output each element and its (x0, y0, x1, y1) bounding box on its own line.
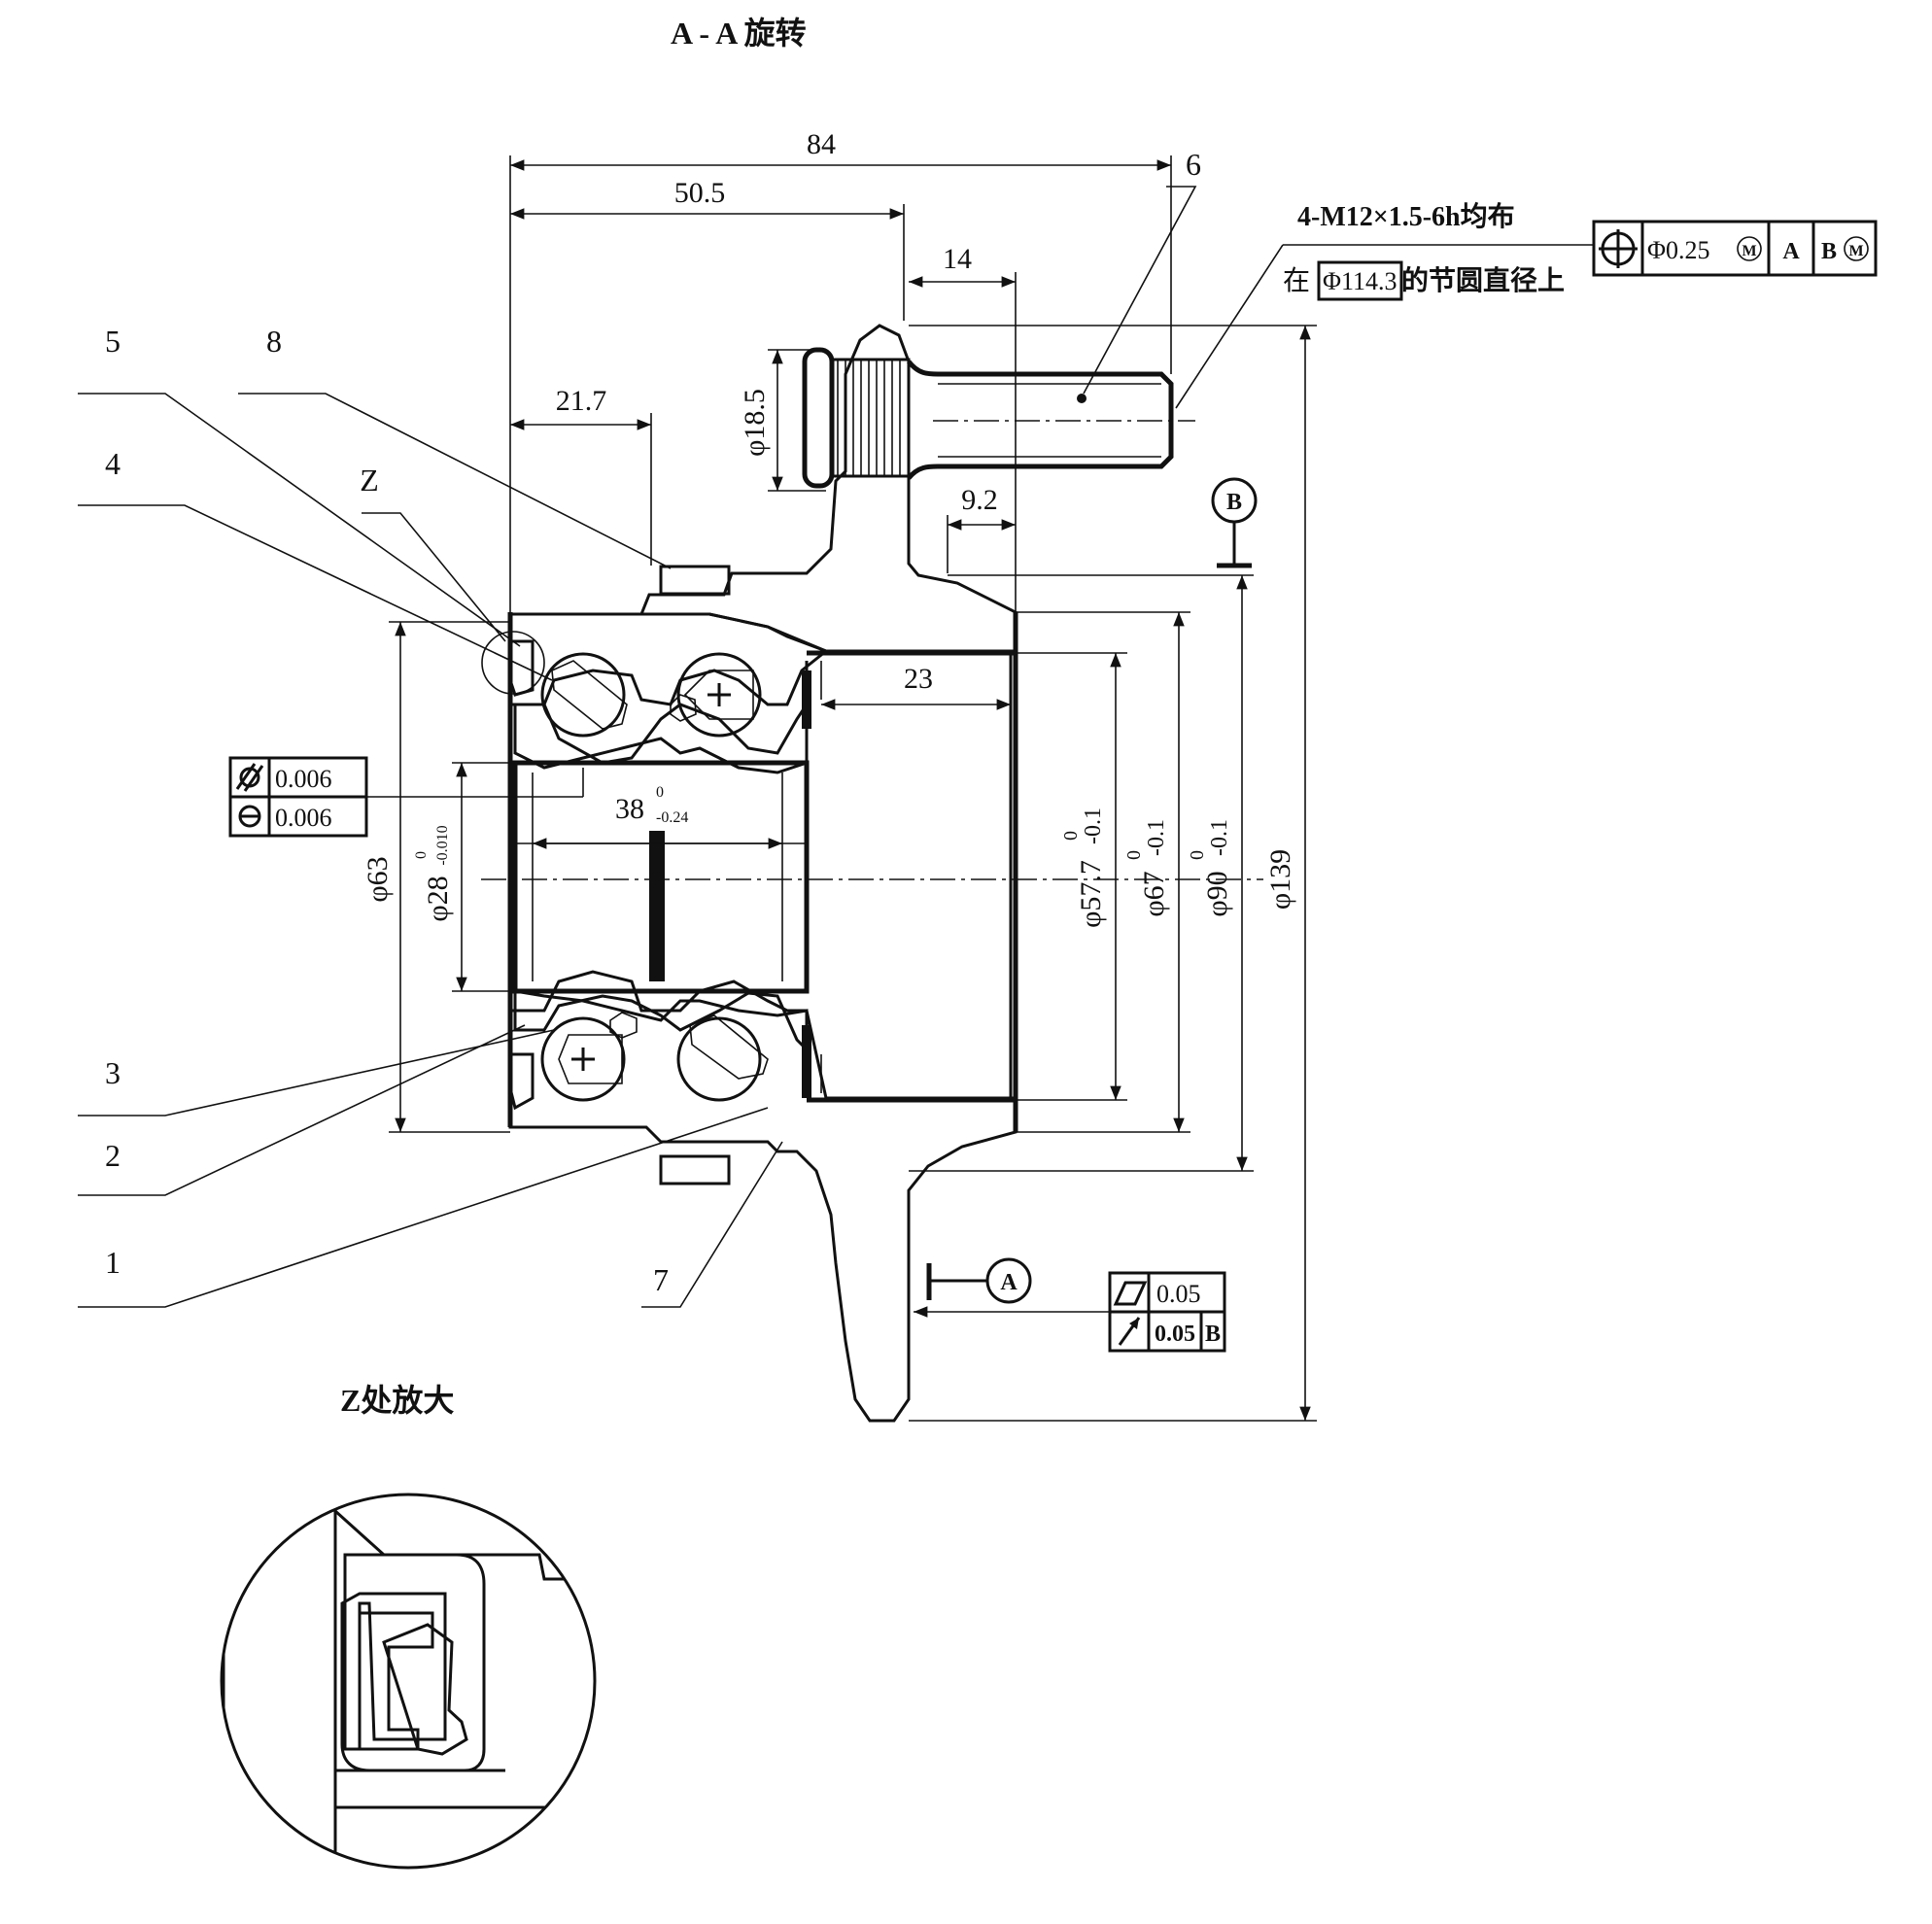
position-tolerance-frame: Φ0.25 M A B M (1592, 220, 1878, 277)
outer-ring-lower (513, 989, 809, 1053)
part-number-6: 6 (1186, 147, 1201, 182)
view-title: A - A 旋转 (671, 16, 807, 51)
position-tol-value: Φ0.25 (1647, 236, 1710, 264)
thread-note-pitch-circle: Φ114.3 (1323, 267, 1397, 295)
dim-phi63: φ63 (362, 856, 394, 902)
ball-upper-left (540, 652, 626, 738)
thread-note: 4-M12×1.5-6h均布 在 Φ114.3 的节圆直径上 (1175, 201, 1594, 409)
detail-callout-z: Z (360, 463, 379, 498)
part-number-1: 1 (105, 1245, 121, 1280)
thread-note-line1: 4-M12×1.5-6h均布 (1297, 201, 1515, 232)
cylindricity-icon (235, 763, 264, 792)
datum-a: A (926, 1257, 1032, 1304)
dim-phi18-5: φ18.5 (739, 389, 771, 457)
cage-upper (551, 660, 628, 730)
left-tolerance-frames: 0.006 0.006 (228, 756, 584, 838)
dim-14: 14 (943, 243, 972, 275)
position-tol-datum-a: A (1782, 239, 1800, 264)
dim-phi28: φ28 (422, 876, 454, 921)
runout-datum: B (1205, 1322, 1221, 1347)
dim-phi67-tol: -0.1 (1144, 819, 1169, 856)
dim-phi90-tol-up: 0 (1187, 850, 1208, 860)
seal-upper (508, 639, 535, 697)
dim-23: 23 (904, 663, 933, 695)
part-number-5: 5 (105, 324, 121, 359)
seal-lower (508, 1052, 535, 1111)
dim-84: 84 (807, 128, 836, 160)
runout-value: 0.05 (1155, 1322, 1195, 1347)
section-view (481, 324, 1263, 1423)
dim-phi90-tol: -0.1 (1207, 819, 1232, 856)
cage-lower-left (609, 1012, 638, 1039)
hub-body-upper (508, 612, 829, 706)
flatness-value: 0.05 (1156, 1280, 1201, 1308)
dim-phi57-7-tol-up: 0 (1060, 831, 1082, 841)
dim-phi139: φ139 (1264, 849, 1296, 910)
hub-body-lower (508, 970, 1018, 1423)
dim-phi28-tol-lo: -0.010 (434, 825, 451, 865)
ball-upper-right (676, 652, 762, 738)
dim-38-tol-up: 0 (656, 784, 664, 801)
cage-upper-right (670, 694, 697, 722)
cage-lower (689, 1014, 769, 1080)
runout-icon (1118, 1317, 1141, 1346)
dim-50-5: 50.5 (674, 177, 726, 209)
position-tol-datum-b-modifier: M (1848, 243, 1863, 259)
thread-note-prefix: 在 (1283, 265, 1310, 296)
datum-b: B (1211, 477, 1258, 568)
dim-phi90: φ90 (1201, 871, 1233, 916)
roundness-value: 0.006 (275, 804, 332, 832)
ball-lower-left (540, 1016, 626, 1102)
dim-21-7: 21.7 (556, 385, 607, 417)
dim-9-2: 9.2 (961, 484, 998, 516)
ball-lower-right (676, 1016, 762, 1102)
dim-phi67: φ67 (1138, 871, 1170, 916)
dim-phi28-tol-up: 0 (413, 851, 430, 859)
position-tol-modifier: M (1742, 243, 1756, 259)
part-number-7: 7 (653, 1262, 669, 1297)
detail-title: Z处放大 (340, 1383, 454, 1418)
dim-38: 38 (615, 793, 644, 825)
detail-z-view (220, 1493, 597, 1870)
dim-phi67-tol-up: 0 (1123, 850, 1145, 860)
datum-b-label: B (1226, 490, 1242, 515)
dim-phi57-7: φ57.7 (1075, 860, 1107, 928)
flatness-icon (1113, 1281, 1148, 1306)
dim-phi57-7-tol: -0.1 (1081, 807, 1106, 844)
part-number-8: 8 (266, 324, 282, 359)
part-number-3: 3 (105, 1055, 121, 1090)
thread-note-suffix: 的节圆直径上 (1401, 264, 1565, 296)
dimensions: 84 50.5 14 21.7 9.2 23 φ18.5 φ63 φ28 0 (362, 128, 1317, 1422)
roundness-icon (238, 805, 261, 828)
wheel-bolt (802, 347, 1195, 489)
cylindricity-value: 0.006 (275, 765, 332, 793)
part-number-2: 2 (105, 1138, 121, 1173)
dim-38-tol-lo: -0.24 (656, 809, 688, 826)
right-tolerance-frames: 0.05 0.05 B (914, 1271, 1226, 1353)
position-tol-datum-b: B (1821, 239, 1837, 264)
part-leaders: 5 8 4 Z 3 2 1 7 6 (78, 147, 1201, 1308)
datum-a-label: A (1000, 1270, 1018, 1295)
part-number-4: 4 (105, 446, 121, 481)
